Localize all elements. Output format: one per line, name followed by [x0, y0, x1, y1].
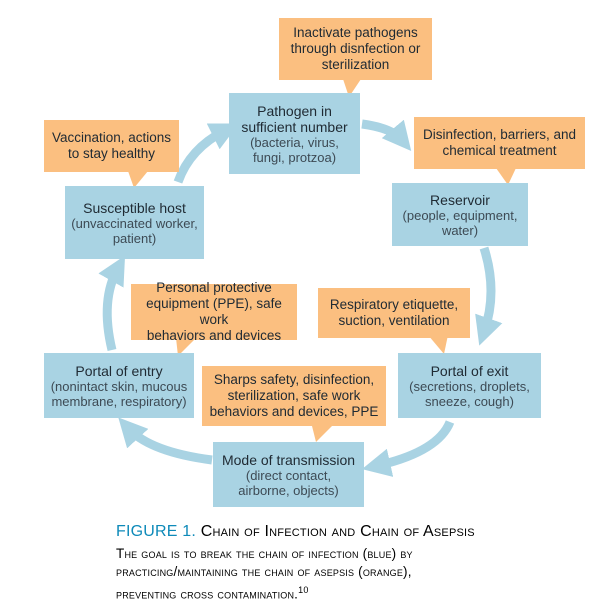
callout-tail-host	[128, 171, 148, 188]
asepsis-host: Vaccination, actions to stay healthy	[44, 120, 179, 172]
asepsis-portal-entry: Personal protective equipment (PPE), saf…	[131, 280, 297, 343]
text-line: Vaccination, actions	[51, 130, 172, 145]
text-line: Personal protective	[156, 280, 272, 295]
arrow-host-to-pathogen	[173, 123, 239, 184]
figure-title: FIGURE 1. Chain of Infection and Chain o…	[116, 522, 586, 542]
text-line: sterilization	[321, 57, 390, 72]
node-title: Reservoir	[430, 191, 490, 208]
arrow-reservoir-to-exit	[475, 246, 503, 346]
callout-tail-pathogen	[343, 79, 361, 97]
callout-tail-reservoir	[496, 168, 516, 185]
caption-line-last: preventing cross contamination.10	[116, 581, 586, 604]
chain-diagram	[98, 79, 516, 477]
text-line: equipment (PPE), safe work	[146, 296, 282, 327]
infection-portal-exit: Portal of exit (secretions, droplets, sn…	[398, 353, 541, 418]
arrow-entry-to-host	[98, 255, 126, 352]
caption-line: practicing/maintaining the chain of asep…	[116, 564, 412, 579]
figure-caption-text: The goal is to break the chain of infect…	[116, 545, 586, 604]
infection-pathogen: Pathogen in sufficient number (bacteria,…	[229, 93, 360, 174]
node-detail: (direct contact,	[245, 467, 332, 483]
asepsis-mode-transmission: Sharps safety, disinfection, sterilizati…	[202, 366, 386, 426]
node-detail: fungi, protzoa)	[252, 149, 337, 165]
text-line: behaviors and devices, PPE	[209, 404, 379, 419]
node-detail: (unvaccinated worker,	[71, 215, 198, 231]
text-line: behaviors and devices	[146, 328, 282, 343]
node-detail: (secretions, droplets,	[409, 378, 530, 394]
asepsis-pathogen: Inactivate pathogens through disnfection…	[279, 18, 432, 80]
node-title: Portal of entry	[75, 362, 163, 379]
node-title: Mode of transmission	[221, 451, 356, 468]
infection-mode-transmission: Mode of transmission (direct contact, ai…	[213, 442, 364, 507]
callout-tail-portal-entry	[176, 338, 196, 356]
text-line: Inactivate pathogens	[293, 25, 418, 40]
text-line: through disnfection or	[290, 41, 421, 56]
text-line: suction, ventilation	[338, 313, 450, 328]
figure-caption: FIGURE 1. Chain of Infection and Chain o…	[116, 522, 586, 604]
infection-susceptible-host: Susceptible host (unvaccinated worker, p…	[65, 186, 204, 259]
arrow-pathogen-to-reservoir	[361, 119, 412, 152]
node-detail: membrane, respiratory)	[51, 393, 187, 409]
node-detail: airborne, objects)	[238, 482, 339, 498]
figure-name: Chain of Infection and Chain of Asepsis	[200, 523, 475, 540]
reference-number: 10	[298, 585, 309, 595]
text-line: Disinfection, barriers, and	[422, 127, 577, 142]
infection-portal-entry: Portal of entry (nonintact skin, mucous …	[44, 353, 194, 418]
text-line: chemical treatment	[442, 143, 557, 158]
node-title: Susceptible host	[83, 199, 186, 216]
caption-line: The goal is to break the chain of infect…	[116, 546, 413, 561]
callout-tail-portal-exit	[428, 335, 448, 354]
node-detail: (people, equipment,	[402, 207, 518, 223]
callout-tail-transmission	[312, 426, 332, 442]
caption-line: preventing cross contamination.	[116, 586, 299, 602]
infection-reservoir: Reservoir (people, equipment, water)	[392, 183, 528, 246]
text-line: Sharps safety, disinfection,	[213, 372, 375, 387]
node-title: Pathogen in	[257, 102, 332, 119]
text-line: sterilization, safe work	[227, 388, 361, 403]
asepsis-portal-exit: Respiratory etiquette, suction, ventilat…	[318, 288, 470, 338]
node-detail: (bacteria, virus,	[250, 134, 339, 150]
asepsis-reservoir: Disinfection, barriers, and chemical tre…	[414, 117, 585, 169]
node-detail: (nonintact skin, mucous	[50, 378, 188, 394]
node-title: sufficient number	[241, 118, 348, 135]
arrow-exit-to-transmission	[361, 420, 455, 477]
text-line: Respiratory etiquette,	[329, 297, 459, 312]
arrow-transmission-to-entry	[118, 417, 213, 465]
node-detail: sneeze, cough)	[425, 393, 514, 409]
figure-label: FIGURE 1.	[116, 523, 197, 540]
node-title: Portal of exit	[430, 362, 509, 379]
text-line: to stay healthy	[67, 146, 156, 161]
node-detail: patient)	[112, 230, 157, 246]
node-detail: water)	[441, 222, 479, 238]
